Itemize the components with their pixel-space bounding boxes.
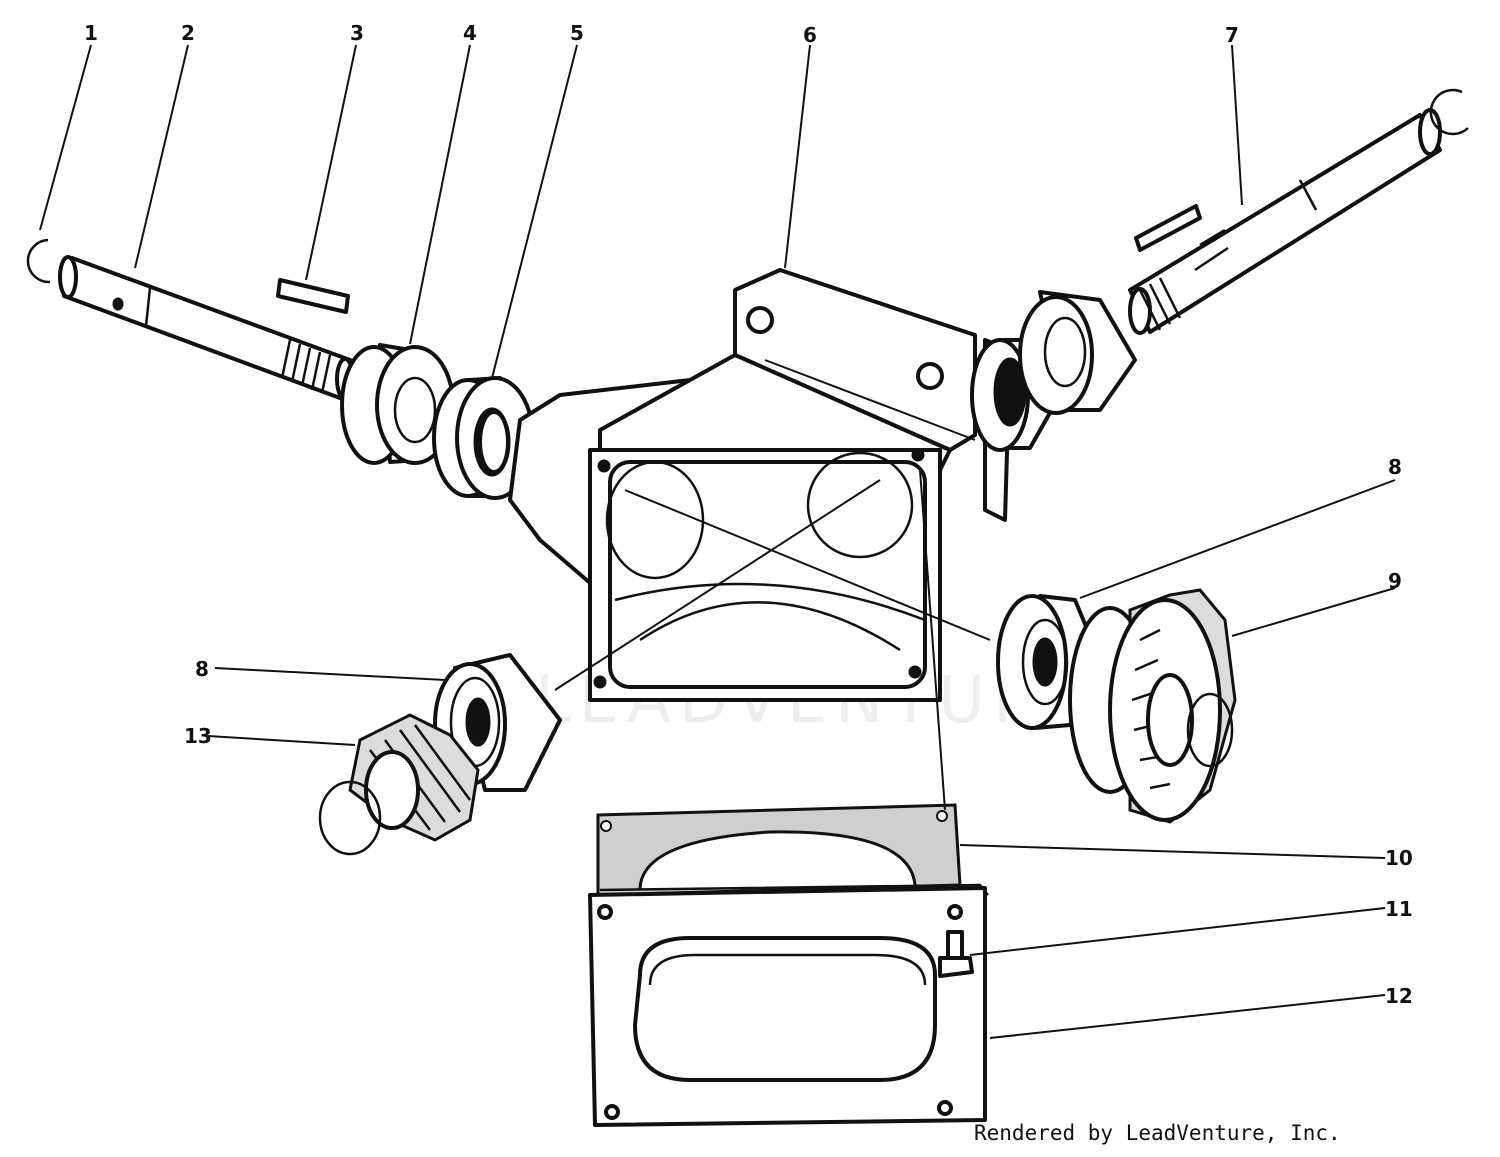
callout-2: 2 <box>181 21 195 45</box>
callout-1: 1 <box>84 21 98 45</box>
part-1-snap-ring <box>26 238 51 284</box>
callout-8-right: 8 <box>1388 455 1402 479</box>
callout-3: 3 <box>350 21 364 45</box>
callout-labels: 1 2 3 4 5 6 7 8 8 9 10 11 12 13 <box>84 21 1413 1008</box>
callout-6: 6 <box>803 23 817 47</box>
part-2-left-shaft <box>58 255 355 401</box>
leader-lines <box>39 44 1396 1039</box>
callout-11: 11 <box>1385 897 1413 921</box>
part-6-gearbox-housing <box>508 268 1012 702</box>
render-credit: Rendered by LeadVenture, Inc. <box>974 1121 1341 1145</box>
part-11-bolt <box>938 930 974 978</box>
callout-5: 5 <box>570 21 584 45</box>
callout-9: 9 <box>1388 569 1402 593</box>
part-3-key <box>276 278 350 314</box>
callout-13: 13 <box>184 724 212 748</box>
callout-7: 7 <box>1225 23 1239 47</box>
part-7-right-shaft <box>1128 88 1469 335</box>
part-13-pinion-gear <box>318 713 480 856</box>
callout-4: 4 <box>463 21 477 45</box>
right-bearing-and-seal <box>970 290 1137 452</box>
part-12-cover-plate <box>588 883 989 1127</box>
callout-8-left: 8 <box>195 657 209 681</box>
part-9-bevel-gear <box>1068 588 1237 824</box>
part-8-bearing-left <box>433 653 562 792</box>
callout-10: 10 <box>1385 846 1413 870</box>
callout-12: 12 <box>1385 984 1413 1008</box>
part-10-gasket <box>596 803 962 897</box>
